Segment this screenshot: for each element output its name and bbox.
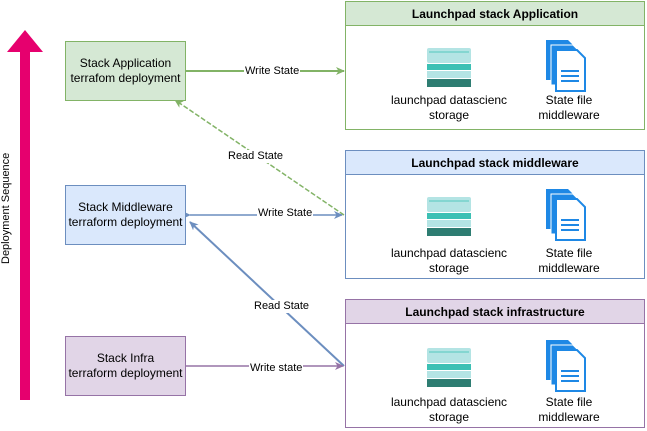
storage-icon	[427, 48, 471, 87]
stack-application-line1: Stack Application	[79, 56, 172, 70]
launchpad-infrastructure-title: Launchpad stack infrastructure	[346, 300, 644, 324]
mid-read-arrow	[189, 221, 345, 367]
state-file-caption: State file middleware	[538, 93, 600, 122]
launchpad-infrastructure-group: Launchpad stack infrastructure launchpad…	[345, 299, 645, 428]
mid-read-state-label: Read State	[253, 300, 311, 313]
launchpad-middleware-title: Launchpad stack middleware	[346, 151, 644, 175]
stack-middleware-box[interactable]: Stack Middleware terraform deployment	[65, 185, 186, 245]
launchpad-application-title: Launchpad stack Application	[346, 2, 644, 26]
document-icon	[546, 40, 586, 92]
document-icon	[546, 340, 586, 392]
deployment-sequence-label: Deployment Sequence	[0, 152, 12, 264]
state-file-caption: State file middleware	[538, 246, 600, 275]
mid-write-state-label: Write State	[257, 207, 314, 220]
stack-application-box[interactable]: Stack Application terrafom deployment	[65, 41, 186, 101]
app-write-state-label: Write State	[244, 65, 301, 78]
storage-caption: launchpad datascienc storage	[390, 93, 508, 122]
deployment-sequence-arrow	[7, 30, 43, 400]
stack-middleware-line1: Stack Middleware	[78, 200, 173, 214]
storage-caption: launchpad datascienc storage	[390, 246, 508, 275]
launchpad-application-group: Launchpad stack Application launchpad da…	[345, 1, 645, 130]
stack-infra-line1: Stack Infra	[96, 351, 155, 365]
state-file-caption: State file middleware	[538, 395, 600, 424]
stack-application-line2: terrafom deployment	[70, 71, 181, 85]
app-read-state-label: Read State	[227, 150, 285, 163]
document-icon	[546, 189, 586, 241]
stack-middleware-line2: terraform deployment	[68, 215, 183, 229]
launchpad-middleware-group: Launchpad stack middleware launchpad dat…	[345, 150, 645, 279]
storage-caption: launchpad datascienc storage	[390, 395, 508, 424]
infra-write-state-label: Write state	[249, 362, 304, 375]
storage-icon	[427, 348, 471, 387]
stack-infra-line2: terraform deployment	[68, 366, 183, 380]
storage-icon	[427, 197, 471, 236]
stack-infra-box[interactable]: Stack Infra terraform deployment	[65, 336, 186, 396]
